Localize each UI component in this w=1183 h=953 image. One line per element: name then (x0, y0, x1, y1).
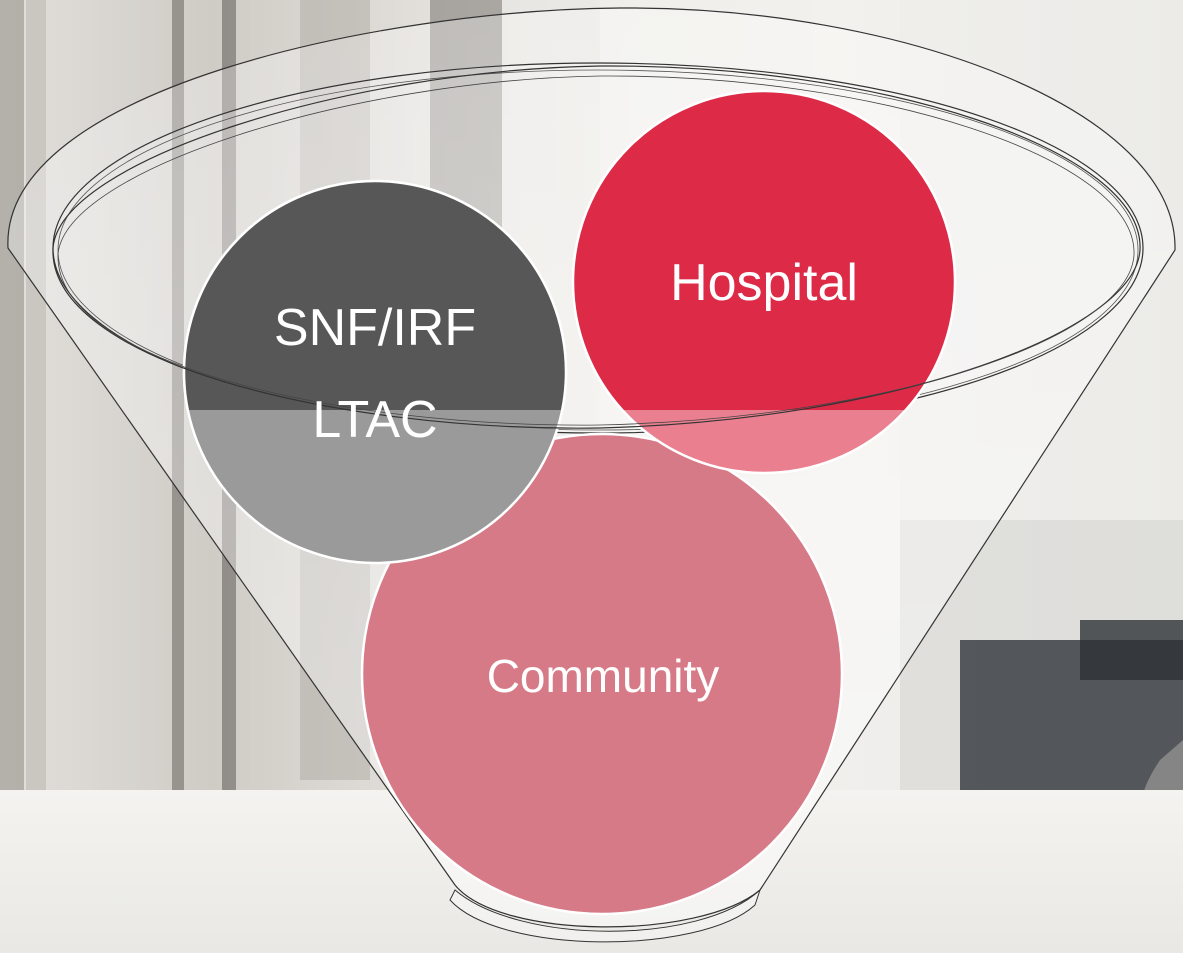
community-label: Community (487, 650, 720, 702)
hospital-label: Hospital (670, 254, 858, 312)
snf-label-line-2: LTAC (312, 391, 437, 449)
circle-hospital (571, 89, 957, 475)
funnel-rim-inner (57, 75, 1135, 426)
funnel-rim (52, 65, 1141, 429)
snf-circle-upper-shape (182, 179, 568, 410)
circle-snf (182, 179, 568, 565)
community-circle-shape (360, 432, 844, 916)
snf-label-line-1: SNF/IRF (274, 299, 476, 357)
circle-community (360, 432, 844, 916)
hospital-circle-upper-shape (571, 89, 957, 410)
